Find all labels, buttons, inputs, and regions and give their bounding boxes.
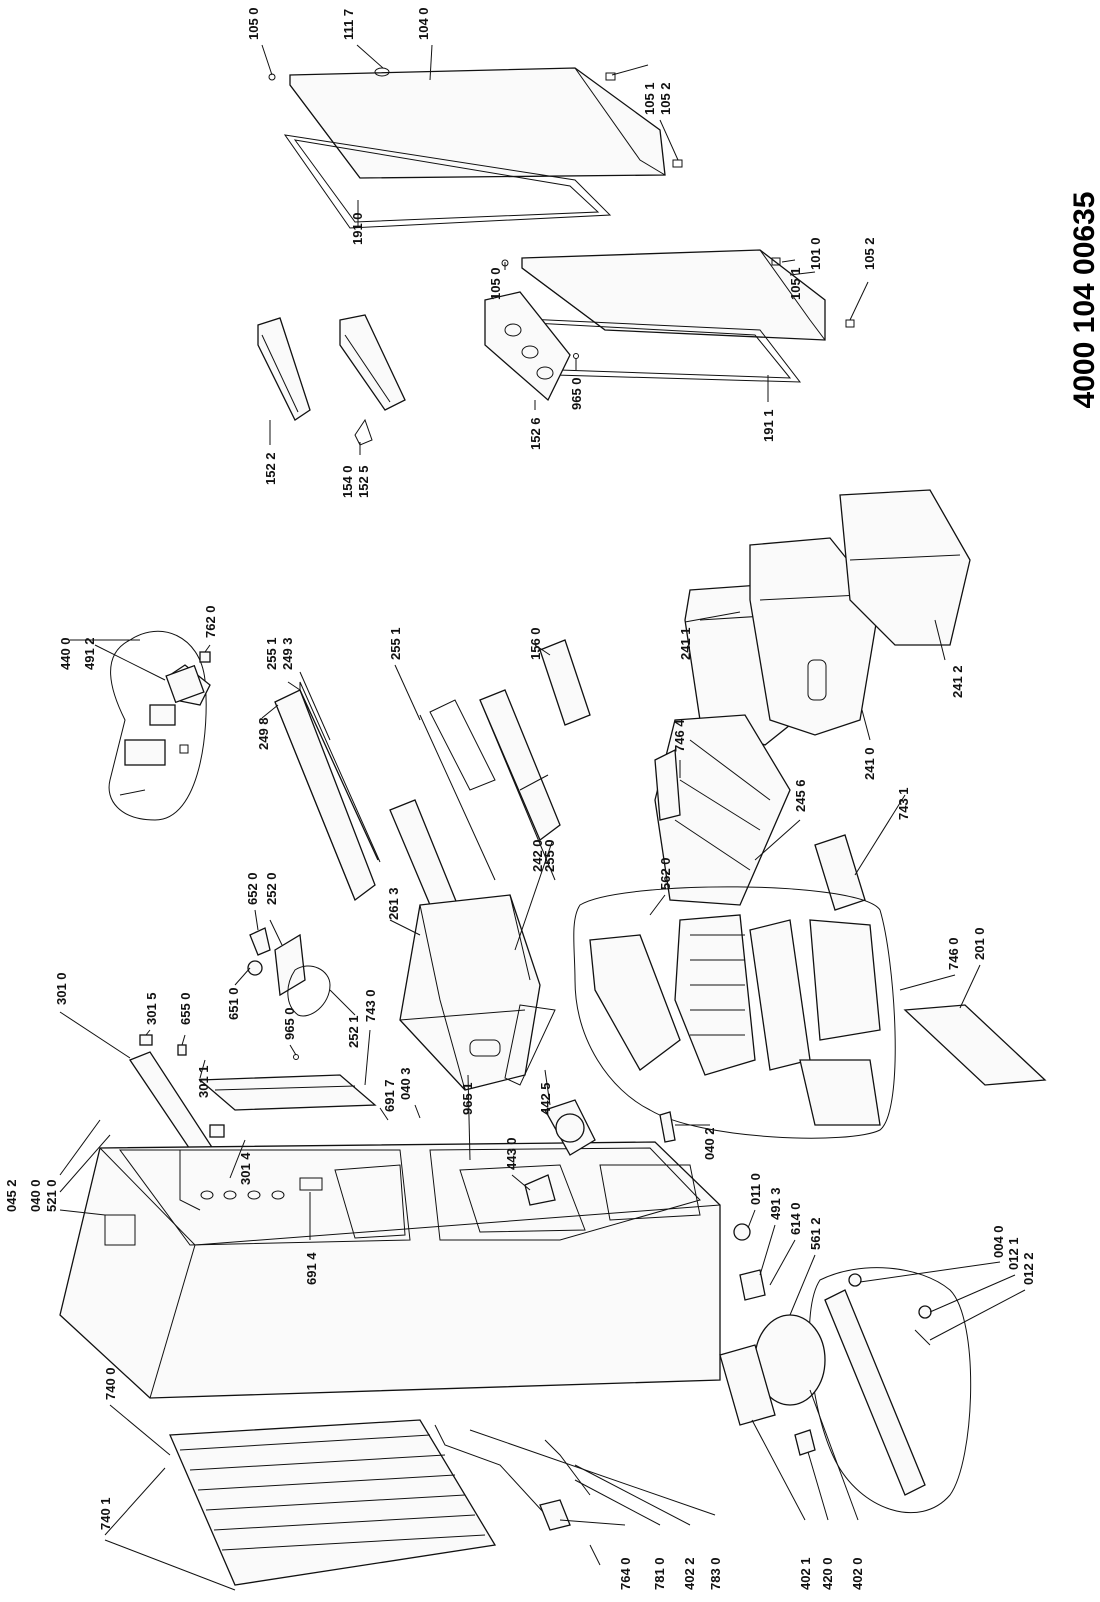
callout-label: 191 1 [761,409,776,442]
callout-label: 783 0 [708,1557,723,1590]
callout-label: 965 0 [569,377,584,410]
document-number: 4000 104 00635 [1068,192,1100,409]
callout-label: 764 0 [618,1557,633,1590]
callout-label: 255 0 [542,839,557,872]
callout-label: 301 4 [238,1152,253,1185]
callout-label: 152 6 [528,417,543,450]
callout-labels: 105 0 111 7 104 0 105 1 105 2 191 0 105 … [4,7,1036,1590]
callout-label: 241 1 [678,627,693,660]
callout-label: 442 5 [538,1082,553,1115]
callout-label: 242 0 [530,839,545,872]
callout-label: 156 0 [528,627,543,660]
callout-label: 255 1 [388,627,403,660]
callout-label: 249 3 [280,637,295,670]
callout-label: 152 2 [263,452,278,485]
thermostat-detail-bubble [108,630,211,821]
compressor-base-bubble [808,1267,972,1513]
callout-label: 105 2 [862,237,877,270]
callout-label: 743 0 [363,989,378,1022]
callout-label: 101 0 [808,237,823,270]
evaporator-detail-bubble [573,886,1047,1139]
compressor-assembly [719,1223,826,1456]
callout-label: 012 2 [1021,1252,1036,1285]
fan-assembly [524,1099,676,1206]
upper-door-assembly [268,67,683,229]
callout-label: 241 0 [862,747,877,780]
callout-label: 562 0 [658,857,673,890]
main-cabinet [59,1141,721,1399]
callout-label: 191 0 [350,212,365,245]
leader-lines [59,44,1026,1591]
callout-label: 965 0 [282,1007,297,1040]
callout-label: 521 0 [44,1179,59,1212]
callout-label: 614 0 [788,1202,803,1235]
callout-label: 245 6 [793,779,808,812]
callout-label: 420 0 [820,1557,835,1590]
callout-label: 740 0 [103,1367,118,1400]
callout-label: 301 1 [196,1065,211,1098]
callout-label: 011 0 [748,1173,763,1205]
callout-label: 651 0 [226,987,241,1020]
callout-label: 201 0 [972,927,987,960]
callout-label: 249 8 [256,717,271,750]
freezer-drawers [654,489,971,911]
lower-door-assembly [484,249,855,402]
callout-label: 152 5 [356,465,371,498]
door-bins [257,314,406,446]
callout-label: 691 7 [382,1079,397,1112]
crisper-drawer [399,894,556,1091]
callout-label: 111 7 [341,9,356,40]
callout-label: 402 2 [682,1557,697,1590]
callout-label: 252 0 [264,872,279,905]
callout-label: 491 2 [82,637,97,670]
condenser-coil [169,1419,601,1586]
callout-label: 301 0 [54,972,69,1005]
callout-label: 241 2 [950,665,965,698]
callout-label: 012 1 [1006,1237,1021,1270]
callout-label: 105 1 [788,267,803,300]
callout-label: 440 0 [58,637,73,670]
callout-label: 691 4 [304,1252,319,1285]
callout-label: 965 1 [460,1082,475,1115]
callout-label: 255 1 [264,637,279,670]
callout-label: 105 1 [642,82,657,115]
callout-label: 561 2 [808,1217,823,1250]
callout-label: 105 0 [246,7,261,40]
callout-label: 004 0 [991,1225,1006,1258]
callout-label: 105 0 [488,267,503,300]
callout-label: 491 3 [768,1187,783,1220]
callout-label: 104 0 [416,7,431,40]
callout-label: 740 1 [98,1497,113,1530]
callout-label: 040 0 [28,1179,43,1212]
callout-label: 781 0 [652,1557,667,1590]
callout-label: 261 3 [386,887,401,920]
callout-label: 746 0 [946,937,961,970]
callout-label: 040 3 [398,1067,413,1100]
callout-label: 762 0 [203,605,218,638]
callout-label: 402 0 [850,1557,865,1590]
callout-label: 252 1 [346,1015,361,1048]
callout-label: 040 2 [702,1127,717,1160]
callout-label: 154 0 [340,465,355,498]
callout-label: 655 0 [178,992,193,1025]
callout-label: 746 4 [672,719,687,752]
callout-label: 652 0 [245,872,260,905]
callout-label: 105 2 [658,82,673,115]
callout-label: 045 2 [4,1179,19,1212]
callout-label: 402 1 [798,1557,813,1590]
callout-label: 743 1 [896,787,911,820]
damper-group [247,927,331,1017]
callout-label: 301 5 [144,992,159,1025]
callout-label: 443 0 [504,1137,519,1170]
